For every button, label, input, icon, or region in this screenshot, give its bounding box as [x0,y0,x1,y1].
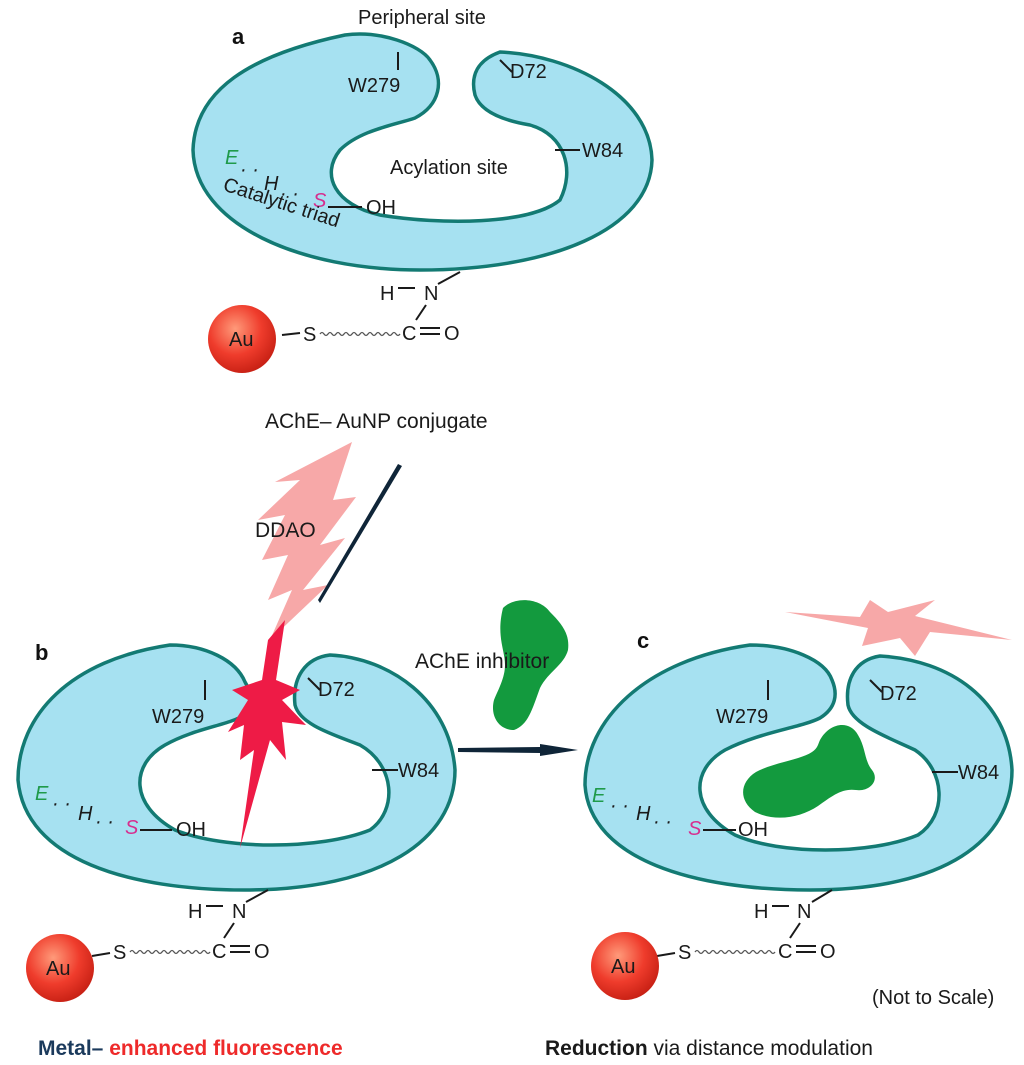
svg-text:N: N [232,901,246,923]
linker-a: N H C O S [281,271,461,346]
svg-text:· ·: · · [610,795,629,817]
svg-text:O: O [254,941,270,963]
caption-left-metal: Metal– [38,1037,109,1060]
linker-b: N H C O S [91,889,270,964]
inhibitor-label: AChE inhibitor [415,650,549,673]
w279-label-b: W279 [152,706,204,728]
svg-text:N: N [797,901,811,923]
caption-right: Reduction via distance modulation [545,1037,873,1060]
panel-label-c: c [637,628,649,653]
triad-dots-label: · · [240,159,259,181]
svg-text:O: O [444,323,460,345]
ddao-label: DDAO [255,519,316,542]
svg-text:E: E [592,785,606,807]
catalytic-triad-b: E · · H · · S [35,783,139,839]
peripheral-site-label: Peripheral site [358,7,486,29]
svg-text:H: H [380,283,394,305]
svg-text:· ·: · · [653,811,672,833]
enhanced-fluorescence-burst [228,620,306,848]
w84-label-c: W84 [958,762,999,784]
catalytic-triad-c: E · · H · · S [592,785,702,840]
svg-text:S: S [125,817,139,839]
svg-text:C: C [402,323,416,345]
gold-label-a: Au [229,329,253,351]
d72-tick-a [499,59,513,73]
enzyme-b [16,643,457,892]
d72-tick-b [307,677,321,691]
caption-right-reduction: Reduction [545,1037,648,1060]
gold-nanoparticle-c [591,932,659,1000]
w279-label-a: W279 [348,75,400,97]
ddao-burst [258,442,356,640]
triad-dots-label: · · [280,183,299,205]
svg-text:O: O [820,941,836,963]
d72-label-b: D72 [318,679,355,701]
w279-label-c: W279 [716,706,768,728]
svg-text:C: C [778,941,792,963]
gold-label-c: Au [611,956,635,978]
inhibitor-molecule [492,600,569,730]
w84-label-b: W84 [398,760,439,782]
gold-label-b: Au [46,958,70,980]
d72-label-c: D72 [880,683,917,705]
enzyme-c [583,643,1014,892]
svg-text:E: E [35,783,49,805]
svg-text:N: N [424,283,438,305]
svg-text:C: C [212,941,226,963]
approach-arrow [318,464,402,603]
hydroxyl-label-c: OH [738,819,768,841]
gold-nanoparticle-b [26,934,94,1002]
not-to-scale-label: (Not to Scale) [872,987,994,1009]
svg-text:S: S [688,818,702,840]
enzyme-a [191,32,654,272]
transition-arrow [458,744,578,756]
svg-text:· ·: · · [95,811,114,833]
linker-c: N H C O S [656,889,836,964]
conjugate-label: AChE– AuNP conjugate [265,410,488,433]
svg-text:S: S [303,324,316,346]
panel-label-a: a [232,24,245,49]
w84-label-a: W84 [582,140,623,162]
bound-inhibitor [743,724,875,818]
svg-text:S: S [113,942,126,964]
svg-text:· ·: · · [52,793,71,815]
d72-tick-c [869,679,883,693]
svg-text:H: H [188,901,202,923]
gold-nanoparticle-a [208,305,276,373]
hydroxyl-label-a: OH [366,197,396,219]
d72-label-a: D72 [510,61,547,83]
reduced-emission-burst [785,600,1012,656]
svg-text:H: H [636,803,651,825]
svg-text:H: H [78,803,93,825]
svg-text:S: S [678,942,691,964]
hydroxyl-label-b: OH [176,819,206,841]
catalytic-triad-a: E · · H · · S [225,147,327,212]
panel-label-b: b [35,640,48,665]
triad-h-label: H [264,173,279,195]
triad-e-label: E [225,147,239,169]
caption-left-enhanced: enhanced fluorescence [109,1037,342,1060]
svg-text:H: H [754,901,768,923]
caption-right-rest: via distance modulation [648,1037,873,1060]
caption-left: Metal– enhanced fluorescence [38,1037,343,1060]
triad-s-label: S [313,190,327,212]
acylation-site-label: Acylation site [390,157,508,179]
